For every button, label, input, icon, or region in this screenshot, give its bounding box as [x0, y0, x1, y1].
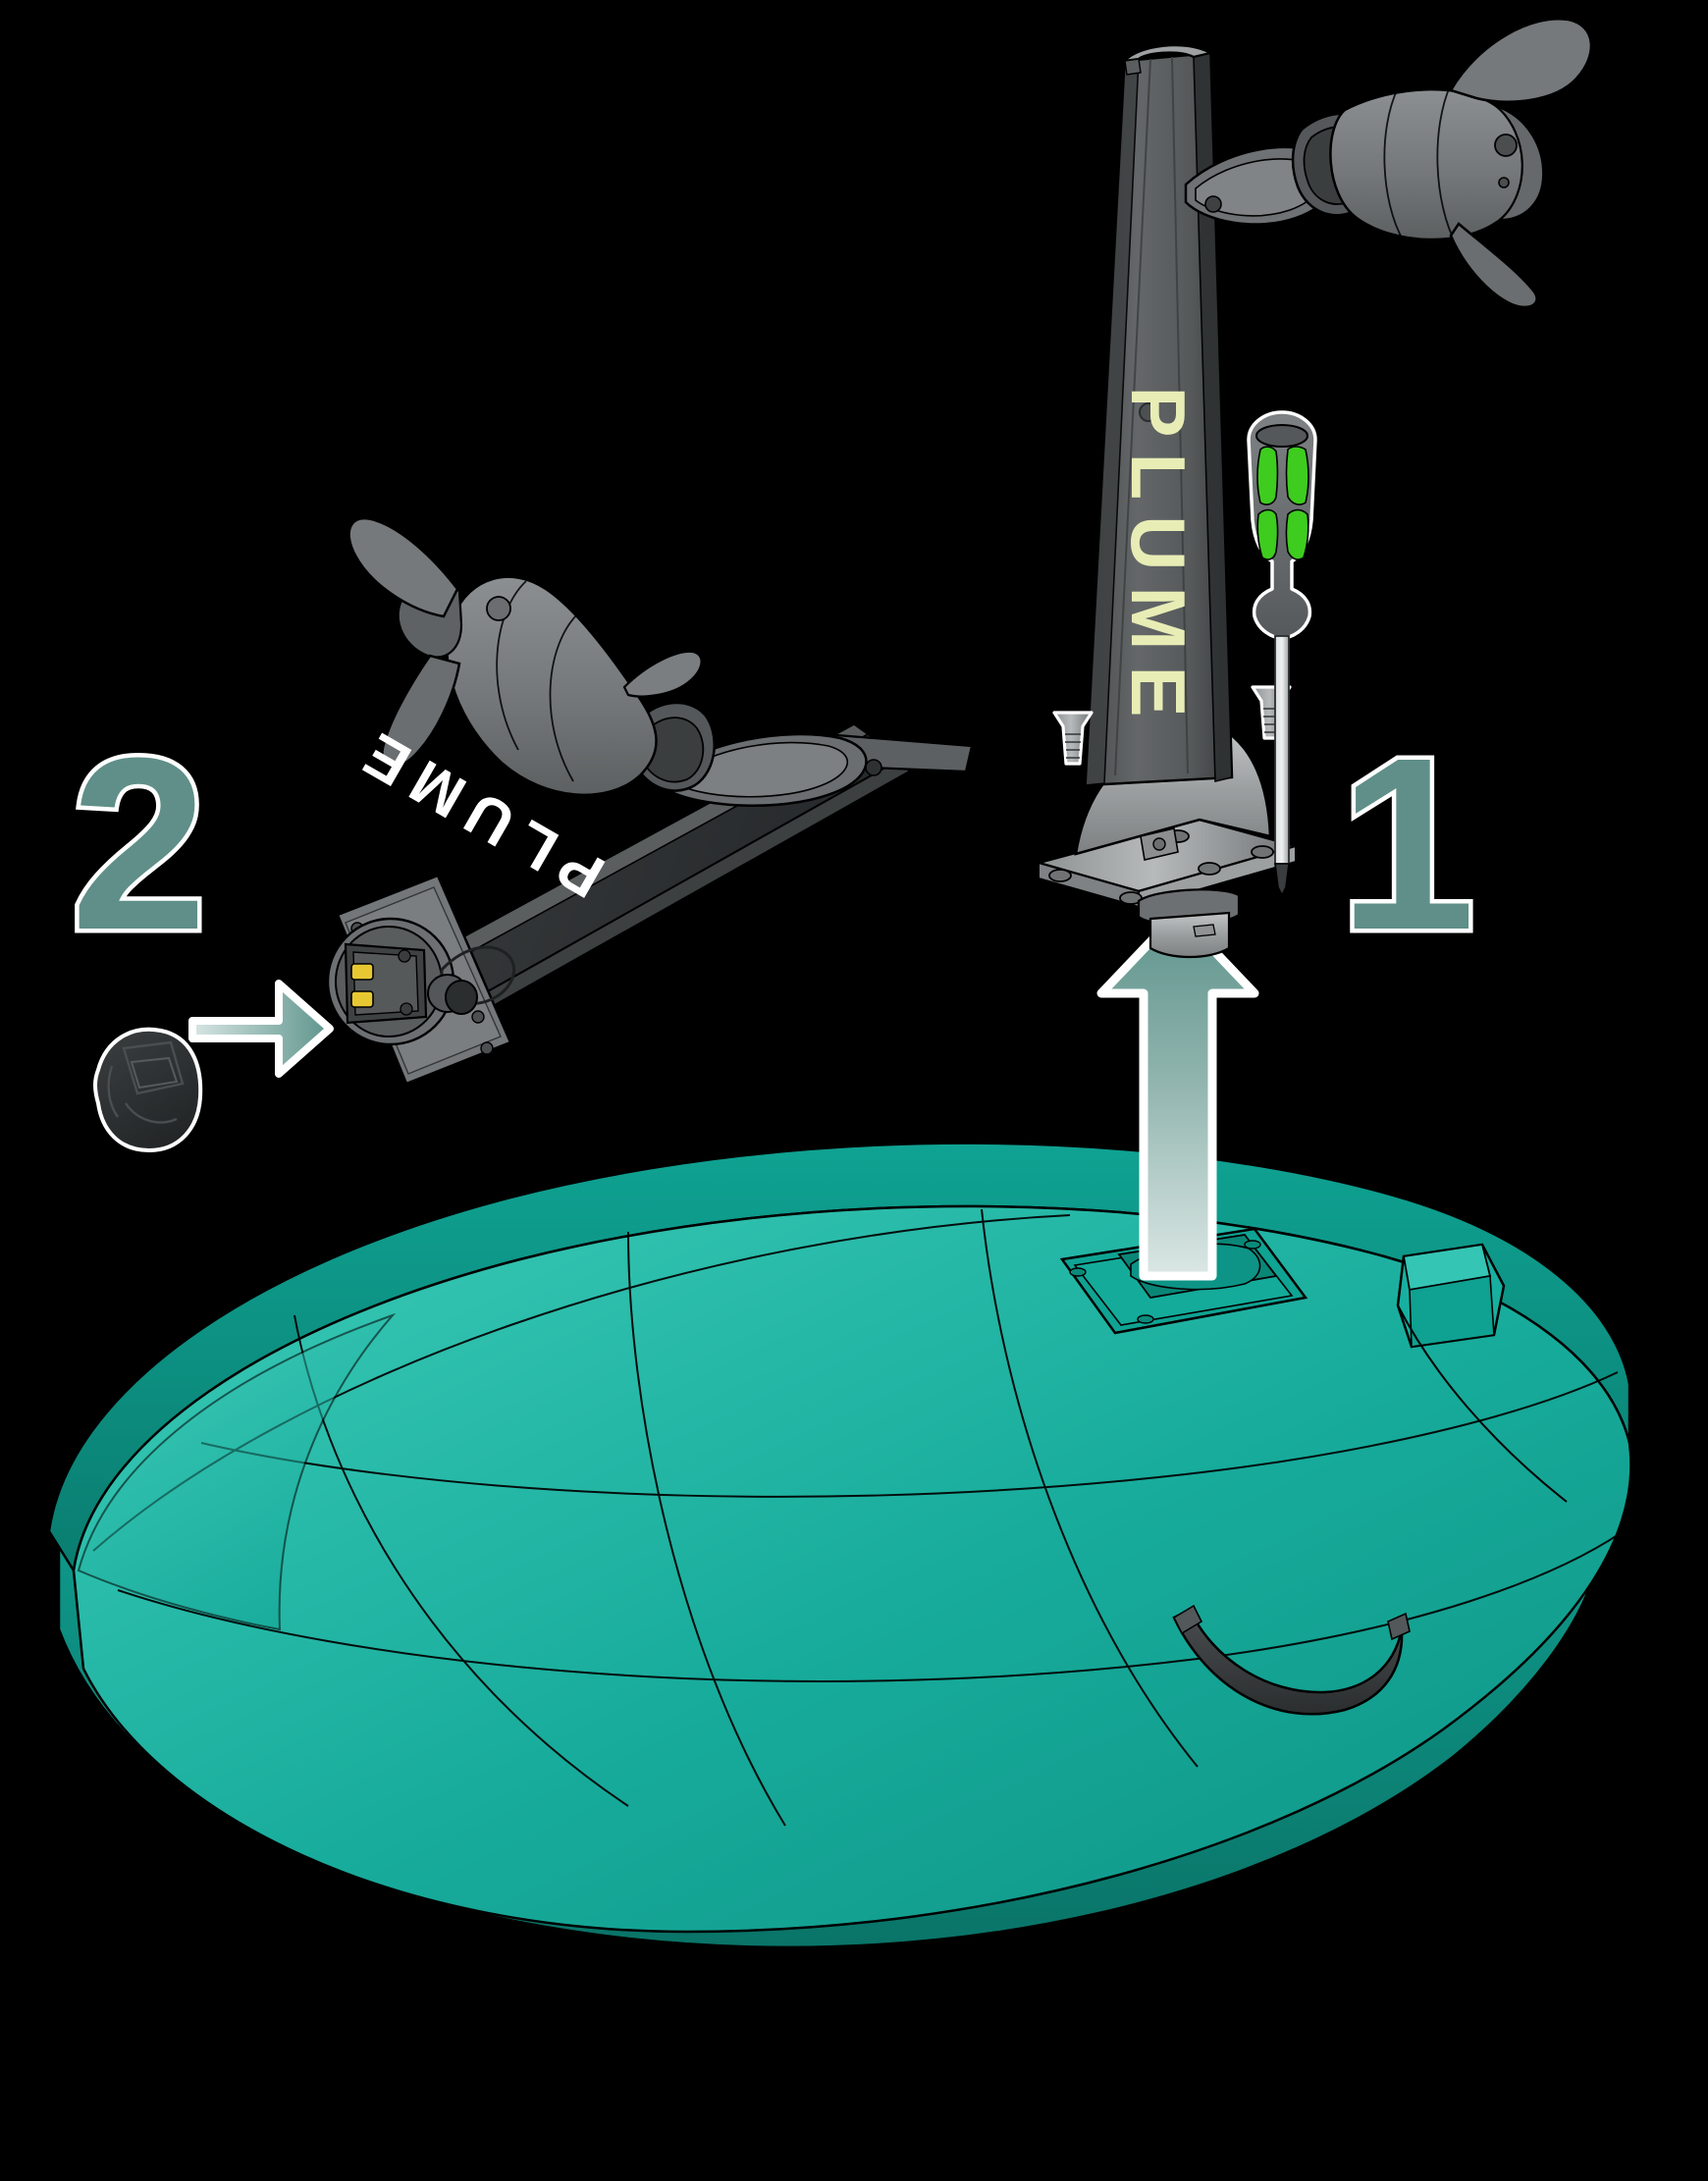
propeller-blade-step2-c: [622, 650, 703, 698]
pod-seams: [1383, 83, 1458, 246]
connector-pin: [350, 963, 374, 981]
mount-hole: [1069, 1267, 1087, 1277]
handle-cap: [1255, 424, 1308, 448]
tail-seam: [1397, 1304, 1568, 1503]
board-nose-panel: [77, 1312, 397, 1631]
motor-pod-step2[interactable]: [347, 517, 703, 797]
base-latch-detail: [1140, 827, 1179, 861]
mast-top-slot: [1124, 58, 1142, 76]
torx-screwdriver[interactable]: [1247, 410, 1317, 897]
board-carry-handle[interactable]: [1172, 1604, 1411, 1716]
propeller-blade-step2-b: [381, 654, 461, 768]
cap-face: [130, 1056, 179, 1090]
base-plate-screw-holes: [1048, 829, 1274, 905]
mount-hole: [1137, 1314, 1154, 1324]
plate-cap-socket: [427, 945, 516, 1024]
electrical-connector-two-pin[interactable]: [326, 917, 455, 1046]
step-number-2: 2: [66, 707, 211, 981]
plate-corner-hole: [480, 1041, 494, 1055]
rubber-protective-cap[interactable]: [93, 1027, 203, 1152]
propeller-blade-lower: [1449, 222, 1538, 309]
screwdriver-tip: [1274, 863, 1290, 897]
connector-pin: [350, 990, 374, 1008]
pod-sensor-port: [1494, 133, 1518, 157]
mast-top-cap: [1122, 44, 1214, 63]
insertion-arrow-right: [188, 980, 334, 1078]
mast-ribs: [1114, 56, 1189, 776]
mast-with-motor-assembly[interactable]: [1034, 17, 1593, 959]
motor-mount-fairing: [1184, 145, 1338, 226]
cap-ribs: [107, 1040, 185, 1124]
mast-base-plate-face[interactable]: [326, 874, 516, 1086]
mounting-screw[interactable]: [1052, 711, 1094, 766]
board-deck: [72, 1204, 1632, 1934]
mast-base-connector-plug[interactable]: [1137, 888, 1241, 959]
propeller-blade-upper: [1449, 17, 1593, 103]
screwdriver-shaft: [1274, 635, 1290, 865]
pod-tail-cone: [1495, 104, 1545, 222]
board-tail-block: [1396, 1243, 1506, 1349]
screw-threads: [1065, 733, 1081, 759]
pod-vent: [1498, 177, 1510, 188]
motor-pod[interactable]: [1291, 17, 1593, 309]
handle-green-grips: [1256, 446, 1309, 560]
mast-port-fitting: [1139, 402, 1158, 422]
mount-hole: [1244, 1240, 1261, 1250]
pod-seams-step2: [496, 580, 580, 782]
pod-sensor-port-step2: [486, 596, 511, 621]
propeller-blade-step2-a: [347, 517, 459, 618]
efoil-board[interactable]: [47, 1142, 1635, 1949]
step-number-1: 1: [1334, 707, 1479, 981]
